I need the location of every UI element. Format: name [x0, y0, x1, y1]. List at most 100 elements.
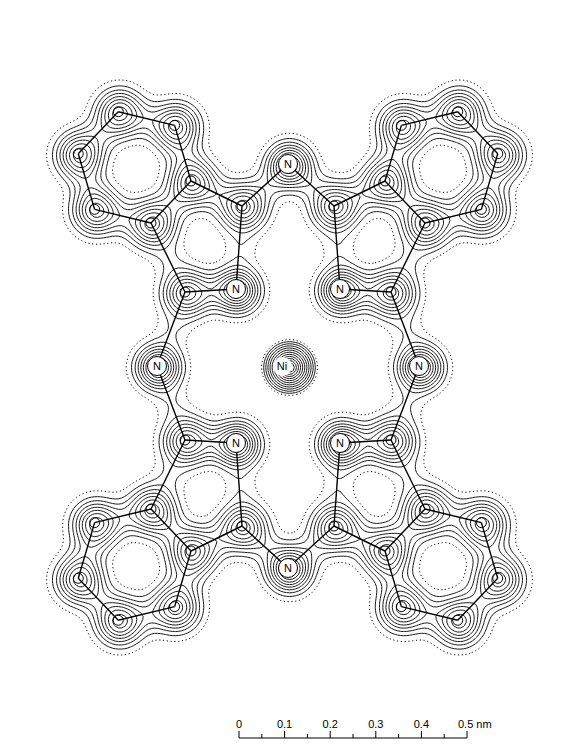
nitrogen-atom: N	[147, 356, 167, 376]
contour-line	[60, 93, 519, 641]
carbon-atom	[237, 201, 247, 211]
bond-line	[118, 607, 174, 621]
bond-line	[385, 125, 401, 181]
bond-line	[385, 551, 401, 607]
carbon-atom	[113, 615, 123, 625]
carbon-atom	[493, 573, 503, 583]
nitrogen-atom: N	[278, 154, 298, 174]
bond-line	[118, 112, 174, 126]
carbon-atom	[386, 287, 396, 297]
metal-atom-label: Ni	[273, 357, 292, 376]
contour-line	[47, 80, 533, 655]
atom-symbol: N	[415, 361, 423, 372]
carbon-atom	[113, 107, 123, 117]
scale-tick	[307, 734, 308, 738]
bond-line	[481, 154, 497, 210]
bond-line	[151, 181, 191, 223]
bond-line	[481, 523, 497, 579]
scale-bar	[239, 731, 467, 738]
bond-line	[175, 551, 191, 607]
scale-tick	[398, 734, 399, 738]
carbon-atom	[73, 573, 83, 583]
carbon-atom	[453, 107, 463, 117]
bond-line	[425, 509, 481, 523]
atom-symbol: N	[232, 284, 240, 295]
bond-line	[458, 112, 498, 154]
nitrogen-atom: N	[278, 558, 298, 578]
bond-line	[425, 209, 481, 223]
nitrogen-atom: N	[226, 433, 246, 453]
carbon-atom	[380, 176, 390, 186]
bond-line	[95, 509, 151, 523]
bond-line	[157, 366, 185, 440]
carbon-atom	[180, 435, 190, 445]
scale-value: 0.5 nm	[458, 719, 492, 730]
scale-tick	[421, 731, 422, 738]
bond-line	[236, 206, 242, 289]
carbon-atom	[170, 602, 180, 612]
bond-line	[401, 112, 457, 126]
nitrogen-atom: N	[226, 279, 246, 299]
carbon-atom	[396, 602, 406, 612]
bond-line	[175, 125, 191, 181]
bond-line	[78, 112, 118, 154]
carbon-atom	[90, 204, 100, 214]
bond-line	[385, 509, 425, 551]
bond-line	[334, 181, 385, 206]
nitrogen-atom: N	[330, 433, 350, 453]
carbon-atom	[380, 546, 390, 556]
nitrogen-atom: N	[330, 279, 350, 299]
carbon-atom	[386, 435, 396, 445]
bond-line	[151, 440, 185, 509]
scale-tick	[444, 734, 445, 738]
carbon-atom	[186, 546, 196, 556]
bond-line	[78, 154, 94, 210]
scale-tick	[239, 731, 240, 738]
scale-tick	[467, 731, 468, 738]
contour-lines	[47, 80, 533, 655]
carbon-atom	[420, 504, 430, 514]
carbon-atom	[186, 176, 196, 186]
atom-symbol: N	[336, 438, 344, 449]
bond-line	[458, 578, 498, 620]
carbon-atoms	[73, 107, 502, 626]
scale-tick	[353, 734, 354, 738]
carbon-atom	[180, 287, 190, 297]
scale-tick	[284, 731, 285, 738]
bond-line	[78, 523, 94, 579]
bond-line	[401, 607, 457, 621]
bond-line	[151, 509, 191, 551]
bond-line	[391, 292, 419, 366]
bond-line	[391, 223, 425, 292]
carbon-atom	[73, 149, 83, 159]
scale-value: 0	[236, 719, 242, 730]
contour-line	[152, 159, 428, 577]
bond-line	[334, 206, 340, 289]
carbon-atom	[90, 518, 100, 528]
contour-line	[52, 86, 526, 649]
atom-symbol: N	[232, 438, 240, 449]
carbon-atom	[329, 521, 339, 531]
bond-line	[385, 181, 425, 223]
bond-line	[157, 292, 185, 366]
carbon-atom	[146, 218, 156, 228]
carbon-atom	[476, 518, 486, 528]
bond-line	[391, 440, 425, 509]
bond-line	[78, 578, 118, 620]
bond-line	[391, 366, 419, 440]
contour-line	[73, 107, 505, 628]
scale-tick	[261, 734, 262, 738]
contour-line	[57, 90, 523, 645]
bond-lines	[78, 112, 497, 621]
contour-line	[234, 164, 346, 571]
carbon-atom	[420, 218, 430, 228]
carbon-atom	[396, 120, 406, 130]
carbon-atom	[146, 504, 156, 514]
bond-line	[191, 181, 242, 206]
carbon-atom	[453, 615, 463, 625]
atom-symbol: N	[284, 563, 292, 574]
contour-line	[66, 100, 513, 636]
bond-line	[95, 209, 151, 223]
scale-tick	[375, 731, 376, 738]
